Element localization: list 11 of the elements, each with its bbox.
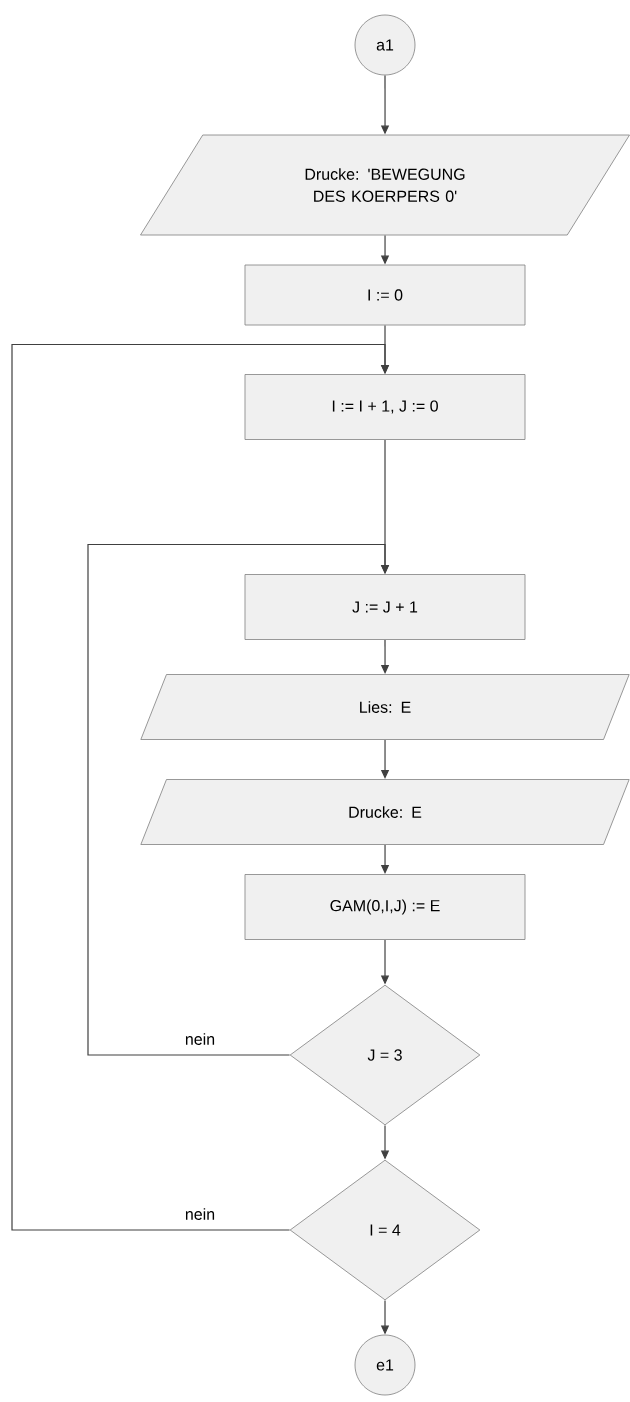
io-parallelogram: Lies: E (140, 674, 630, 740)
arrow (11, 343, 390, 1231)
process-box: GAM(0,I,J) := E (244, 874, 526, 940)
io-parallelogram: Drucke: E (140, 779, 630, 845)
arrow (87, 543, 390, 1056)
process-box: I := 0 (244, 264, 526, 326)
process-box: J := J + 1 (244, 574, 526, 640)
edge-label: nein (183, 1207, 217, 1221)
edge-label: nein (183, 1032, 217, 1046)
process-box: I := I + 1, J := 0 (244, 374, 526, 440)
io-parallelogram: Drucke: 'BEWEGUNG DES KOERPERS 0' (140, 134, 630, 236)
